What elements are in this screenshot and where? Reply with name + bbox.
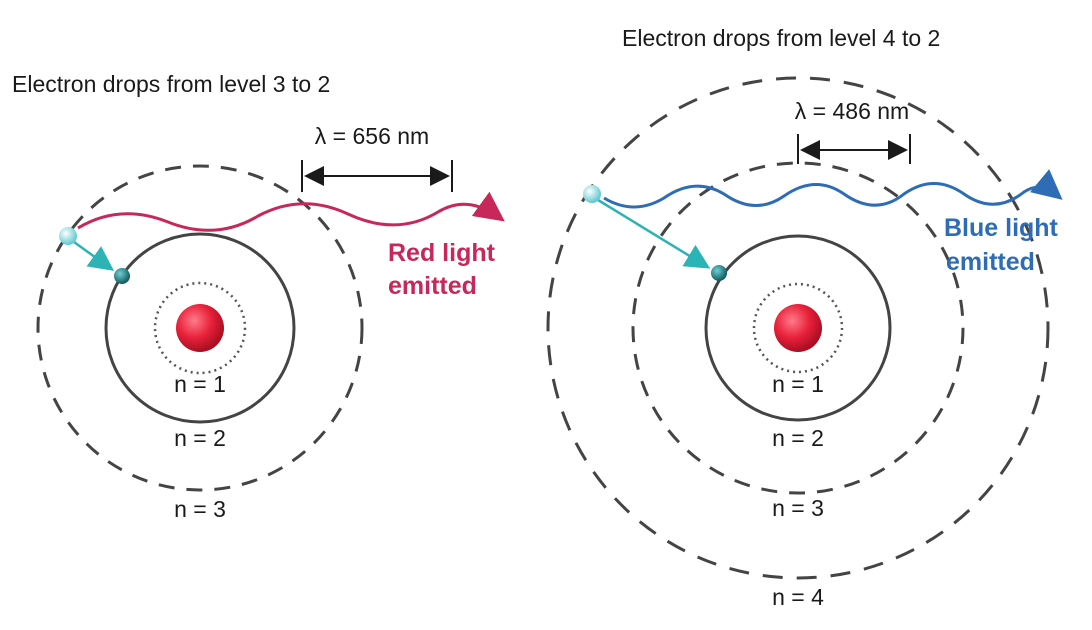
left-level-n3: n = 3: [174, 496, 226, 522]
left-electron-initial: [59, 227, 77, 245]
right-wavelength-label: λ = 486 nm: [795, 98, 909, 124]
right-title: Electron drops from level 4 to 2: [622, 25, 940, 51]
left-atom: Electron drops from level 3 to 2 λ = 656…: [12, 71, 505, 522]
right-orbit-n1: [752, 282, 844, 374]
right-level-n3: n = 3: [772, 495, 824, 521]
right-level-n2: n = 2: [772, 425, 824, 451]
right-emitted-line1: Blue light: [944, 214, 1059, 242]
right-level-n4: n = 4: [772, 584, 824, 610]
left-orbit-n3: [36, 164, 364, 492]
right-orbit-n4: [546, 76, 1050, 580]
left-title: Electron drops from level 3 to 2: [12, 71, 330, 97]
left-electron-final: [114, 268, 130, 284]
right-electron-initial: [583, 185, 601, 203]
right-blue-wave: [603, 169, 1063, 209]
left-nucleus: [176, 304, 224, 352]
right-atom: Electron drops from level 4 to 2 λ = 486…: [546, 25, 1063, 610]
right-orbit-n2: [704, 234, 892, 422]
right-level-n1: n = 1: [772, 371, 824, 397]
right-electron-final: [711, 265, 727, 281]
right-nucleus: [774, 304, 822, 352]
left-level-n1: n = 1: [174, 371, 226, 397]
right-orbit-n3: [631, 161, 965, 495]
left-wavelength-label: λ = 656 nm: [315, 123, 429, 149]
left-red-wave: [77, 191, 505, 232]
left-orbit-n2: [104, 232, 296, 424]
right-emitted-line2: emitted: [946, 248, 1035, 276]
right-transition-arrow: [597, 198, 711, 269]
left-orbit-n1: [153, 281, 247, 375]
left-level-n2: n = 2: [174, 425, 226, 451]
left-emitted-line2: emitted: [388, 272, 477, 300]
left-emitted-line1: Red light: [388, 239, 496, 267]
left-transition-arrow: [73, 240, 115, 271]
